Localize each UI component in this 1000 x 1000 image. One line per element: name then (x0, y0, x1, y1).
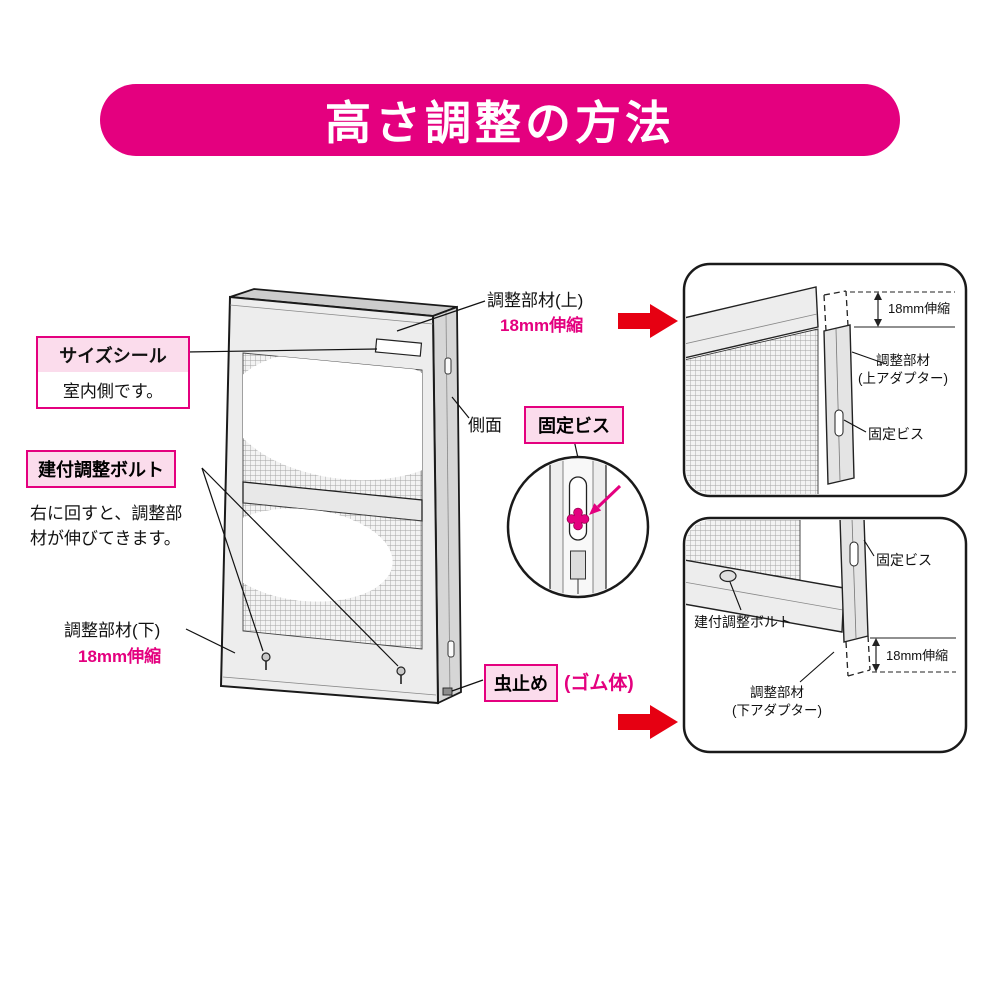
fixing-screw-magnifier (506, 455, 650, 599)
size-seal-label: サイズシール (38, 338, 188, 372)
size-seal-sticker (374, 338, 423, 357)
adapter-line2: (上アダプター) (858, 371, 948, 387)
rubber-body-label: (ゴム体) (564, 673, 634, 694)
detail-bottom-fixing-screw-label: 固定ビス (876, 552, 932, 568)
detail-box-top (682, 262, 968, 498)
adjust-member-upper-label: 調整部材(上) (487, 291, 584, 310)
adapter-line1: 調整部材 (876, 353, 930, 368)
size-seal-label-box: サイズシール 室内側です。 (36, 336, 190, 409)
insect-stop-rubber (442, 687, 453, 696)
adjust-bolt-left (261, 652, 271, 670)
title-banner: 高さ調整の方法 (100, 84, 900, 156)
adjust-member-lower-label: 調整部材(下) (64, 621, 161, 640)
indoor-side-label: 室内側です。 (38, 372, 188, 407)
arrow-to-bottom-detail (618, 705, 678, 739)
detail-bottom-stretch-label: 18mm伸縮 (886, 648, 949, 663)
adapter-line2: (下アダプター) (732, 703, 822, 719)
adapter-line1: 調整部材 (750, 685, 804, 700)
insect-stop-label-box: 虫止め (484, 664, 558, 702)
adjust-bolt-note: 右に回すと、調整部材が伸びてきます。 (30, 504, 183, 548)
detail-box-bottom (682, 516, 968, 754)
detail-bottom-adapter-label: 調整部材 (下アダプター) (714, 684, 840, 720)
stretch-upper-label: 18mm伸縮 (500, 316, 584, 335)
upper-adapter-bar (823, 324, 855, 485)
leader-lines (185, 300, 579, 692)
screen-frame-drawing (219, 288, 462, 705)
detail-top-adapter-label: 調整部材 (上アダプター) (843, 352, 963, 388)
fixing-screw-head (566, 507, 590, 531)
adjust-bolt-head (719, 569, 737, 583)
detail-bottom-adjust-bolt-label: 建付調整ボルト (694, 614, 792, 630)
adjust-bolt-right (396, 666, 406, 684)
arrow-to-top-detail (618, 304, 678, 338)
detail-top-stretch-label: 18mm伸縮 (888, 301, 951, 316)
stretch-lower-label: 18mm伸縮 (78, 647, 162, 666)
adjust-bolt-label-box: 建付調整ボルト (26, 450, 176, 488)
page-title: 高さ調整の方法 (325, 97, 675, 149)
side-face-label: 側面 (468, 416, 502, 435)
fixing-screw-label-box: 固定ビス (524, 406, 624, 444)
detail-top-fixing-screw-label: 固定ビス (868, 426, 924, 442)
